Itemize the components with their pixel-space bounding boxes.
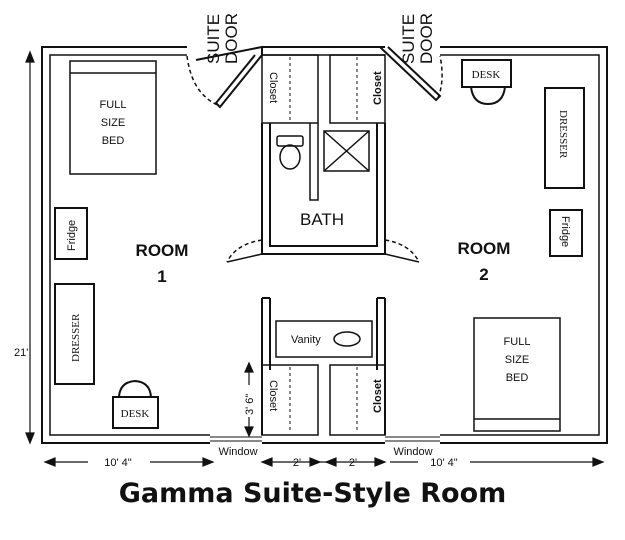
toilet-tank [276,135,304,147]
room2-number: 2 [479,265,488,284]
dresser-right-label: DRESSER [557,110,569,159]
toilet-bowl [279,144,301,170]
room1-outer-wall [41,46,210,444]
desk-left-chair [118,379,152,398]
floor-plan: SUITEDOOR SUITEDOOR Closet Closet Closet… [14,13,608,469]
bath-door-right [384,253,420,263]
suite-door-right-label: SUITEDOOR [399,13,436,64]
dim-hall-right-label: 2' [349,457,357,469]
dim-closet-arrow-top [244,361,254,373]
vanity-label: Vanity [291,334,321,346]
bed-left [69,60,157,175]
window-left-label: Window [218,446,257,458]
dim-hall-left-label: 2' [293,457,301,469]
dresser-left-label: DRESSER [70,313,82,362]
dim-left-arrow-r [202,457,215,467]
dim-hall-arrow-1 [260,457,273,467]
desk-left [112,396,159,429]
shower [323,130,370,172]
closet-top-right-label: Closet [372,71,384,105]
suite-door-wall-left [195,45,263,109]
closet-bottom-right-label: Closet [372,379,384,413]
bath-wall [261,123,386,255]
fridge-right [549,209,583,257]
suite-door-swing-left [186,55,221,107]
bath-partition [309,123,319,201]
fridge-right-label: Fridge [559,216,571,247]
dresser-right [544,87,585,189]
room2-inner-wall [440,54,600,436]
closet-top-right [329,54,386,124]
dresser-left [54,283,95,385]
vanity-sink [333,331,361,347]
room1-number: 1 [157,267,166,286]
dim-left-arrow-l [43,457,56,467]
bed-right-line1: FULL [504,336,531,348]
desk-right-label: DESK [472,69,501,81]
bed-left-line3: BED [102,135,125,147]
fridge-left [54,207,88,260]
bath-door-swing-right [384,239,420,263]
bed-left-line1: FULL [100,99,127,111]
dim-hall-arrow-3 [324,457,337,467]
dim-right-arrow-r [592,457,605,467]
closet-bottom-left [261,364,319,436]
fridge-left-label: Fridge [66,220,78,251]
bath-label: BATH [300,210,344,229]
page-title: Gamma Suite-Style Room [118,478,507,509]
dim-room1-width-label: 10' 4" [104,457,132,469]
window-right-label: Window [393,446,432,458]
closet-top-left [261,54,319,124]
bed-left-line2: SIZE [101,117,125,129]
dim-closet-depth-label: 3' 6" [244,394,256,415]
room1-inner-wall [49,54,210,436]
desk-right-chair [470,86,506,106]
suite-door-swing-right [437,55,443,99]
bath-door-left [226,253,263,263]
vanity-walls [261,298,386,435]
dim-height-label: 21' [14,347,28,359]
room1-word: ROOM [136,241,189,260]
dim-hall-arrow-2 [309,457,322,467]
bed-right [473,317,561,432]
closet-top-left-label: Closet [267,72,279,103]
dim-height-arrow-bottom [25,432,35,445]
dim-height-arrow-top [25,50,35,63]
room2-word: ROOM [458,239,511,258]
desk-left-label: DESK [121,408,150,420]
vanity-counter [275,320,373,358]
closet-bottom-right [329,364,386,436]
bed-right-line3: BED [506,372,529,384]
dim-hall-arrow-4 [374,457,387,467]
desk-right [461,59,512,88]
bath-door-swing-left [226,239,263,263]
suite-door-left-label: SUITEDOOR [204,13,241,64]
bed-right-line2: SIZE [505,354,529,366]
dim-room2-width-label: 10' 4" [430,457,458,469]
dim-closet-arrow-bottom [244,426,254,438]
shower-x2 [323,130,370,172]
room2-outer-wall [440,46,608,444]
closet-bottom-left-label: Closet [267,380,279,411]
